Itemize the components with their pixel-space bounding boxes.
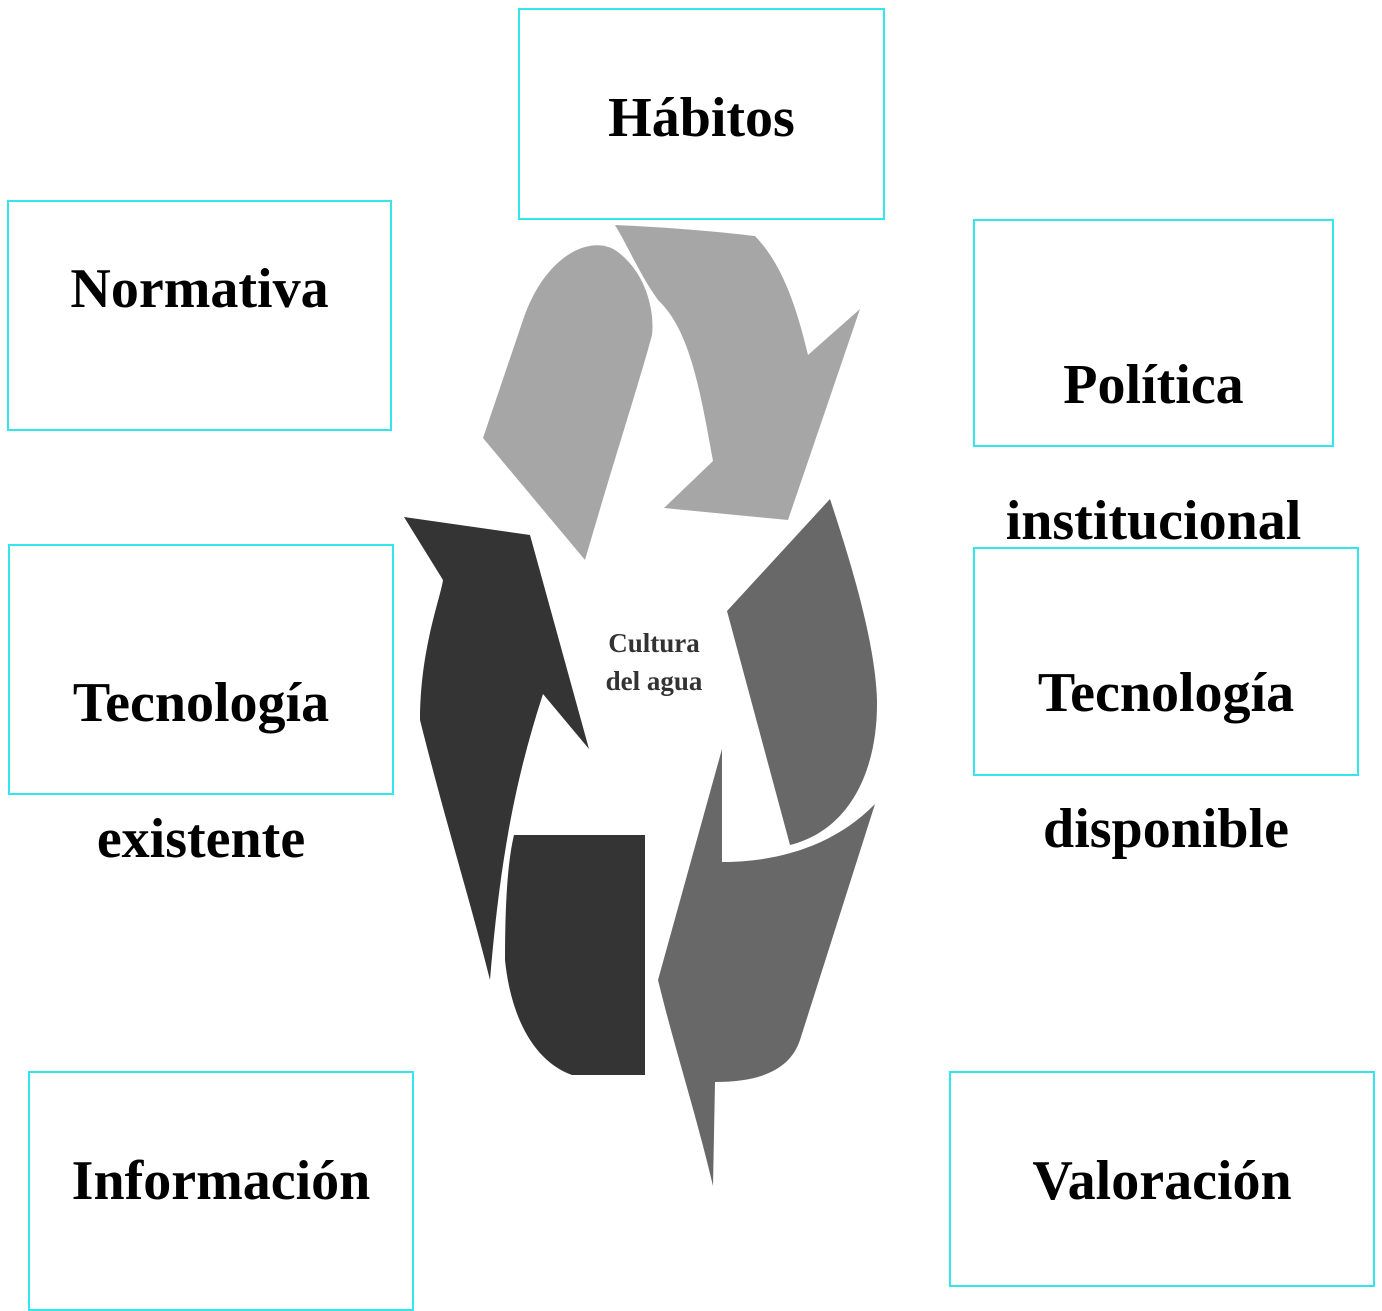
cycle-arrow-left [404,517,645,1075]
cycle-arrow-right [658,499,878,1186]
box-tecnologia-existente: Tecnología existente [8,544,394,870]
box-politica-institucional: Política institucional [973,219,1334,552]
box-tec-disponible-line2: disponible [1043,798,1289,860]
box-valoracion: Valoración [949,1071,1375,1287]
box-normativa-label: Normativa [70,258,329,320]
box-tecnologia-disponible: Tecnología disponible [973,547,1359,860]
box-valoracion-label: Valoración [1032,1150,1292,1212]
box-habitos-label: Hábitos [608,87,795,149]
cycle-arrow-top [483,225,860,560]
center-label-line2: del agua [605,666,703,696]
box-informacion: Información [28,1071,414,1311]
box-normativa: Normativa [7,200,392,431]
box-politica-label-line2: institucional [1005,490,1302,552]
box-tec-existente-line2: existente [96,808,306,870]
box-politica-label-line1: Política [1063,354,1244,416]
box-tec-disponible-line1: Tecnología [1037,662,1295,724]
center-label: Cultura del agua [584,624,724,700]
box-tec-existente-line1: Tecnología [72,672,330,734]
box-habitos: Hábitos [518,8,885,220]
box-informacion-label: Información [71,1150,371,1212]
center-label-line1: Cultura [608,628,700,658]
